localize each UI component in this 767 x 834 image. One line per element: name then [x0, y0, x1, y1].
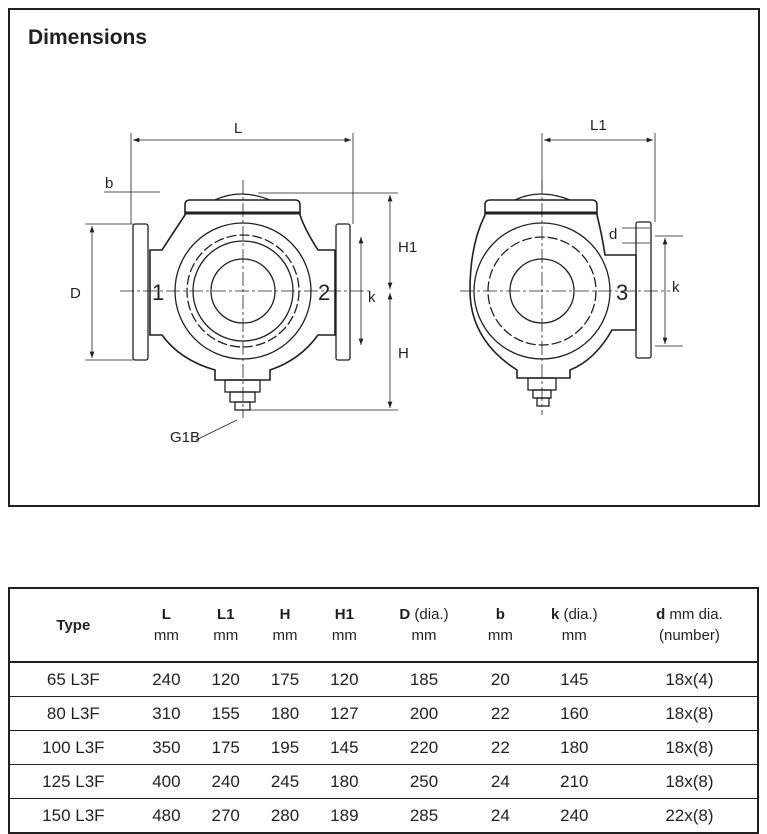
- table-cell: 240: [136, 661, 197, 697]
- table-cell: 145: [314, 730, 375, 765]
- port-2-label: 2: [318, 280, 330, 305]
- table-cell: 210: [526, 764, 622, 799]
- column-header: D (dia.) mm: [374, 588, 475, 663]
- column-unit: (number): [658, 627, 720, 644]
- table-cell: 22: [474, 696, 527, 731]
- column-unit: mm: [153, 627, 179, 644]
- table-cell: 150 L3F: [9, 798, 137, 833]
- column-name: H: [279, 606, 291, 623]
- dimensions-figure-frame: [8, 8, 760, 507]
- valve-dimension-drawing: L b D H1 H k G1B 1 2 3 L1 k d: [70, 117, 683, 446]
- table-cell: 24: [474, 764, 527, 799]
- column-name: k: [550, 606, 560, 623]
- table-cell: 100 L3F: [9, 730, 137, 765]
- table-cell: 18x(8): [621, 730, 758, 765]
- table-cell: 480: [136, 798, 197, 833]
- column-header: d mm dia. (number): [621, 588, 758, 663]
- column-qualifier: mm dia.: [665, 606, 723, 623]
- column-header: Type: [9, 588, 137, 663]
- column-header: k (dia.) mm: [526, 588, 622, 663]
- table-cell: 145: [526, 661, 622, 697]
- column-unit: mm: [487, 627, 513, 644]
- column-name: L1: [216, 606, 235, 623]
- label-d: d: [609, 226, 617, 243]
- label-G1B: G1B: [170, 429, 200, 446]
- column-name: b: [495, 606, 505, 623]
- column-name: d: [656, 606, 666, 623]
- table-cell: 240: [196, 764, 256, 799]
- table-cell: 22: [474, 730, 527, 765]
- table-cell: 65 L3F: [9, 661, 137, 697]
- valve-side-view: [460, 180, 670, 415]
- column-header: H1 mm: [314, 588, 375, 663]
- column-name: H1: [334, 606, 354, 623]
- label-b: b: [105, 175, 113, 192]
- column-qualifier: (dia.): [559, 606, 598, 623]
- table-cell: 160: [526, 696, 622, 731]
- table-cell: 195: [255, 730, 315, 765]
- table-cell: 120: [196, 661, 256, 697]
- label-D: D: [70, 285, 81, 302]
- table-cell: 20: [474, 661, 527, 697]
- table-cell: 400: [136, 764, 197, 799]
- table-cell: 245: [255, 764, 315, 799]
- table-cell: 80 L3F: [9, 696, 137, 731]
- table-cell: 18x(4): [621, 661, 758, 697]
- table-cell: 185: [374, 661, 475, 697]
- column-header: L1 mm: [196, 588, 256, 663]
- table-cell: 180: [314, 764, 375, 799]
- label-L: L: [234, 120, 242, 137]
- column-unit: mm: [331, 627, 357, 644]
- column-name: Type: [56, 616, 91, 634]
- table-cell: 125 L3F: [9, 764, 137, 799]
- table-cell: 180: [255, 696, 315, 731]
- label-k: k: [368, 289, 376, 306]
- port-1-label: 1: [152, 280, 164, 305]
- table-cell: 120: [314, 661, 375, 697]
- column-name: L: [161, 606, 171, 623]
- table-cell: 350: [136, 730, 197, 765]
- column-unit: mm: [213, 627, 239, 644]
- table-cell: 18x(8): [621, 764, 758, 799]
- table-cell: 310: [136, 696, 197, 731]
- table-cell: 127: [314, 696, 375, 731]
- label-k-side: k: [672, 279, 680, 296]
- label-H: H: [398, 345, 409, 362]
- column-unit: mm: [272, 627, 298, 644]
- column-unit: mm: [411, 627, 437, 644]
- column-header: b mm: [474, 588, 527, 663]
- table-cell: 24: [474, 798, 527, 833]
- column-unit: mm: [561, 627, 587, 644]
- column-qualifier: (dia.): [410, 606, 449, 623]
- table-cell: 270: [196, 798, 256, 833]
- table-cell: 18x(8): [621, 696, 758, 731]
- port-3-label: 3: [616, 280, 628, 305]
- table-cell: 155: [196, 696, 256, 731]
- table-cell: 200: [374, 696, 475, 731]
- column-name: D: [399, 606, 411, 623]
- table-cell: 175: [255, 661, 315, 697]
- table-cell: 175: [196, 730, 256, 765]
- table-cell: 220: [374, 730, 475, 765]
- table-cell: 180: [526, 730, 622, 765]
- table-cell: 285: [374, 798, 475, 833]
- valve-front-view: [120, 180, 370, 418]
- table-cell: 240: [526, 798, 622, 833]
- table-cell: 22x(8): [621, 798, 758, 833]
- label-H1: H1: [398, 239, 417, 256]
- table-cell: 280: [255, 798, 315, 833]
- section-title: Dimensions: [28, 26, 148, 49]
- table-cell: 250: [374, 764, 475, 799]
- label-L1: L1: [590, 117, 607, 134]
- table-cell: 189: [314, 798, 375, 833]
